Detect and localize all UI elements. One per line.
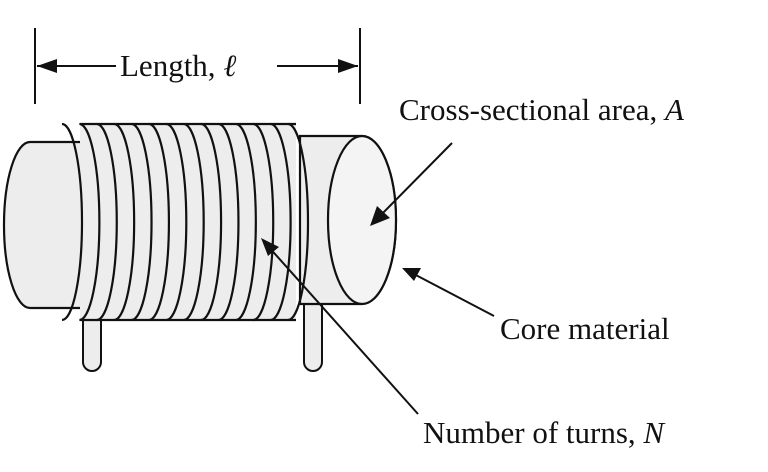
coil-turn xyxy=(96,122,118,322)
core-arrowhead xyxy=(402,268,421,281)
coil-turn xyxy=(287,122,310,322)
coil-turn xyxy=(148,122,171,322)
length-arrowhead-left xyxy=(37,59,57,73)
area-label: Cross-sectional area, A xyxy=(399,92,685,127)
coil-turns xyxy=(61,122,310,322)
coil-turn xyxy=(270,122,292,322)
coil-turn xyxy=(166,122,188,322)
length-arrowhead-right xyxy=(338,59,358,73)
right-lead-wire xyxy=(303,299,323,372)
core-end-face xyxy=(326,134,398,306)
coil-turn xyxy=(183,122,205,322)
coil-turn xyxy=(200,122,223,322)
turns-label: Number of turns, N xyxy=(423,415,666,450)
coil-turn xyxy=(218,122,240,322)
coil-turn xyxy=(113,122,136,322)
turns-arrowhead xyxy=(261,238,279,256)
coil-turn xyxy=(235,122,257,322)
core-material-label: Core material xyxy=(500,311,670,346)
area-leader-line xyxy=(377,142,453,219)
length-label: Length, ℓ xyxy=(120,48,236,83)
coil-turn xyxy=(79,122,101,322)
area-arrowhead xyxy=(370,206,390,226)
core-leader-line xyxy=(411,272,495,317)
core-left-stub xyxy=(2,140,80,310)
turns-leader-line xyxy=(266,244,419,415)
coil-turn xyxy=(253,122,275,322)
coil-turn xyxy=(131,122,153,322)
coil-turn xyxy=(61,122,84,322)
winding-body xyxy=(80,124,296,320)
